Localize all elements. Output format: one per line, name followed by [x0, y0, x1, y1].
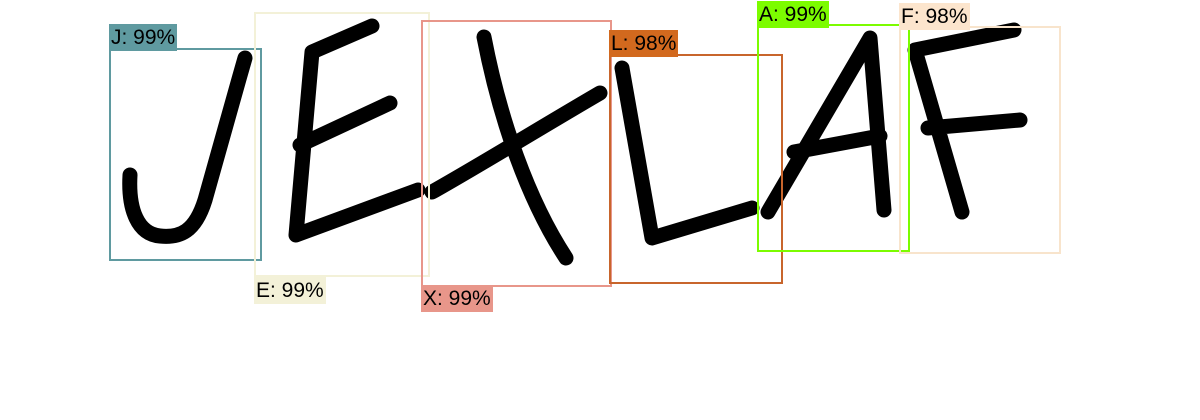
detection-label-l: L: 98%: [609, 30, 679, 57]
detection-box-x[interactable]: [421, 20, 612, 287]
glyph-x: [424, 29, 608, 266]
detection-box-j[interactable]: [109, 48, 262, 261]
glyph-e: [288, 18, 426, 243]
detection-label-x: X: 99%: [421, 285, 493, 312]
detection-box-f[interactable]: [899, 26, 1061, 254]
glyph-a: [760, 30, 892, 220]
glyph-l: [614, 60, 760, 246]
detection-label-j: J: 99%: [109, 24, 178, 51]
detection-box-e[interactable]: [254, 12, 430, 277]
detection-label-f: F: 98%: [899, 3, 970, 30]
glyph-f: [907, 22, 1028, 220]
glyph-j: [122, 50, 253, 244]
detection-label-a: A: 99%: [757, 1, 829, 28]
detection-label-e: E: 99%: [254, 277, 326, 304]
detection-box-a[interactable]: [757, 24, 910, 252]
detection-box-l[interactable]: [609, 54, 783, 284]
